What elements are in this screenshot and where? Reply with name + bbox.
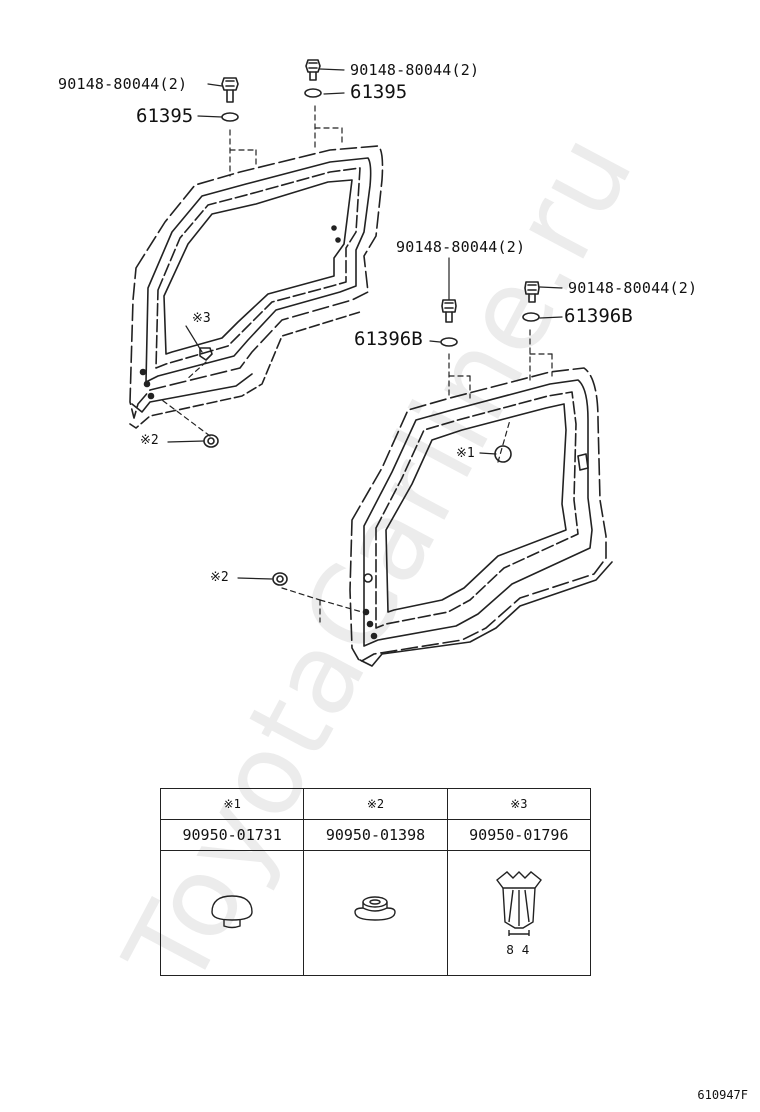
grommet-ref2-right: [272, 572, 288, 586]
leader-lines: [167, 68, 563, 580]
label-top-left-bolt: 90148-80044(2): [58, 75, 188, 93]
label-top-right-bolt: 90148-80044(2): [350, 61, 480, 79]
clip-dimension: 8 4: [506, 943, 532, 957]
legend-image-grommet: [303, 850, 448, 976]
bolt-middle: [441, 299, 457, 323]
legend-part-number-3: 90950-01796: [446, 819, 592, 851]
bolt-top-right: [305, 59, 321, 81]
left-door-frame: [129, 145, 384, 429]
assembly-lines: [161, 105, 553, 623]
clip-ref3-on-frame: [199, 347, 213, 361]
legend-ref-1: ※1: [159, 788, 305, 820]
label-ref2-right: ※2: [210, 570, 229, 585]
label-middle-washer: 61396B: [354, 328, 423, 350]
label-top-left-washer: 61395: [136, 105, 194, 127]
label-middle-bolt: 90148-80044(2): [396, 238, 526, 256]
legend-ref-2: ※2: [303, 788, 448, 820]
plug-ref1: [494, 445, 512, 463]
bolt-right: [524, 281, 540, 303]
label-ref3: ※3: [192, 311, 211, 326]
right-door-frame: [349, 367, 613, 667]
figure-code: 610947F: [697, 1088, 748, 1102]
plug-illustration: [211, 895, 253, 929]
clip-illustration: [495, 871, 542, 936]
washer-61395-left: [221, 112, 239, 122]
bolt-top-left: [221, 77, 239, 103]
label-right-washer: 61396B: [564, 305, 633, 327]
legend-part-number-2: 90950-01398: [303, 819, 448, 851]
grommet-illustration: [354, 896, 397, 921]
legend-image-clip: 8 4: [446, 850, 592, 976]
washer-61396b-middle: [440, 337, 458, 347]
fastener-legend-table: ※1 ※2 ※3 90950-01731 90950-01398 90950-0…: [159, 788, 592, 976]
legend-part-number-1: 90950-01731: [159, 819, 305, 851]
washer-61396b-right: [522, 312, 540, 322]
label-top-right-washer: 61395: [350, 81, 408, 103]
legend-ref-3: ※3: [446, 788, 592, 820]
washer-61395-right: [304, 88, 322, 98]
grommet-ref2-left: [203, 434, 219, 448]
label-ref2-left: ※2: [140, 433, 159, 448]
label-right-bolt: 90148-80044(2): [568, 279, 698, 297]
legend-image-plug: [159, 850, 305, 976]
label-ref1: ※1: [456, 446, 475, 461]
